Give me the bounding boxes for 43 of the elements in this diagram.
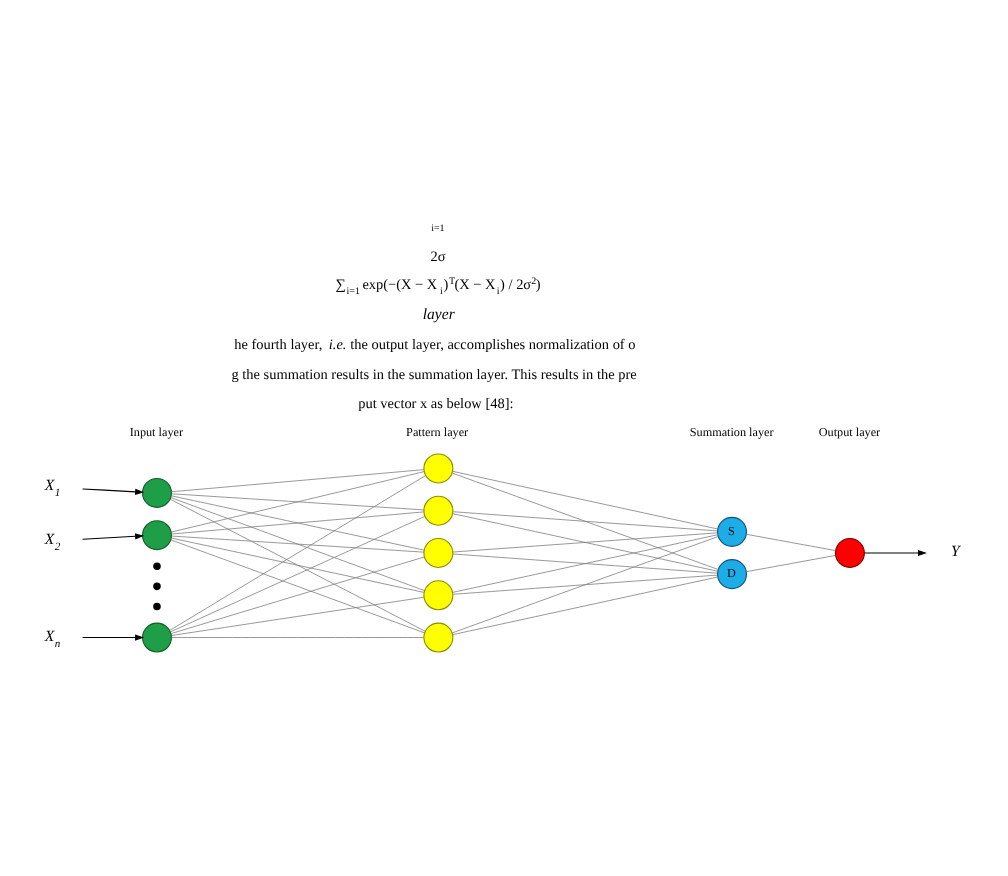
connector xyxy=(171,510,425,534)
arrow xyxy=(82,487,145,494)
connector xyxy=(171,595,425,635)
node-circle xyxy=(834,537,865,567)
connector xyxy=(452,470,718,529)
connector xyxy=(452,535,719,633)
node-text: Y xyxy=(951,541,960,560)
connector xyxy=(746,554,836,572)
node-circle xyxy=(423,537,454,567)
connector xyxy=(170,538,425,633)
connector xyxy=(170,536,425,592)
connector xyxy=(452,512,718,571)
connector xyxy=(170,555,425,633)
connector xyxy=(452,471,719,569)
connector xyxy=(452,531,718,552)
connector xyxy=(452,510,718,531)
connector xyxy=(452,573,718,594)
connector xyxy=(452,533,718,592)
node-circle xyxy=(141,621,172,652)
connector xyxy=(746,532,836,550)
arrow xyxy=(864,548,927,556)
connector xyxy=(171,468,425,492)
node-circle xyxy=(141,476,172,507)
node-circle xyxy=(423,579,454,610)
connector xyxy=(452,575,718,635)
node-text: X$_{1}$ xyxy=(44,475,61,500)
arrow xyxy=(82,532,145,539)
node-circle xyxy=(423,494,454,525)
node-circle xyxy=(423,621,454,652)
node-text: X$_{n}$ xyxy=(44,625,61,650)
node-circle xyxy=(423,452,454,483)
node-text: X$_{2}$ xyxy=(44,528,61,553)
connector xyxy=(171,492,425,510)
connector xyxy=(452,552,718,573)
connector xyxy=(170,496,425,590)
connector xyxy=(171,636,424,637)
node-circle xyxy=(141,519,172,550)
connector xyxy=(170,494,425,550)
connector xyxy=(171,534,425,552)
label: layer xyxy=(422,304,455,323)
arrow xyxy=(82,633,145,640)
connector xyxy=(170,470,425,532)
connector xyxy=(169,474,426,630)
